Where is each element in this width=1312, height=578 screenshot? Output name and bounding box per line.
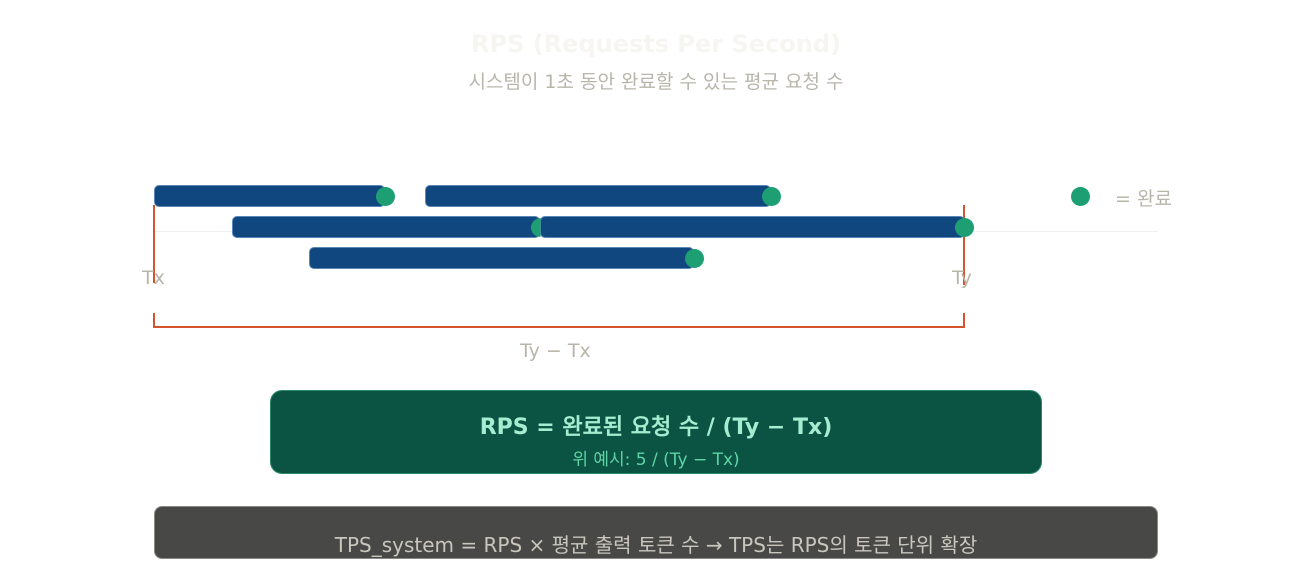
completion-dot [955,218,974,237]
legend-completion-dot [1071,187,1090,206]
span-label: Ty − Tx [520,340,591,362]
ty-marker-line [963,205,965,285]
diagram-title: RPS (Requests Per Second) [471,30,841,58]
formula-box: RPS = 완료된 요청 수 / (Ty − Tx) 위 예시: 5 / (Ty… [270,390,1042,474]
completion-dot [762,187,781,206]
formula-example: 위 예시: 5 / (Ty − Tx) [572,450,740,470]
request-bar-3 [232,216,540,238]
ty-label: Ty [952,267,972,289]
span-bracket-left [153,313,155,328]
tx-marker-line [153,205,155,283]
request-bar-5 [309,247,694,269]
request-bar-2 [425,185,771,207]
tps-note: TPS_system = RPS × 평균 출력 토큰 수 → TPS는 RPS… [334,533,978,557]
tx-label: Tx [142,267,165,289]
request-bar-1 [154,185,385,207]
legend-label: = 완료 [1115,188,1172,210]
completion-dot [685,249,704,268]
request-bar-4 [540,216,965,238]
diagram-subtitle: 시스템이 1초 동안 완료할 수 있는 평균 요청 수 [468,71,844,93]
completion-dot [376,187,395,206]
formula-main: RPS = 완료된 요청 수 / (Ty − Tx) [479,415,833,440]
completion-dot [531,218,541,237]
span-bracket-bottom [153,326,965,328]
tps-note-box: TPS_system = RPS × 평균 출력 토큰 수 → TPS는 RPS… [154,506,1158,559]
span-bracket-right [963,313,965,328]
